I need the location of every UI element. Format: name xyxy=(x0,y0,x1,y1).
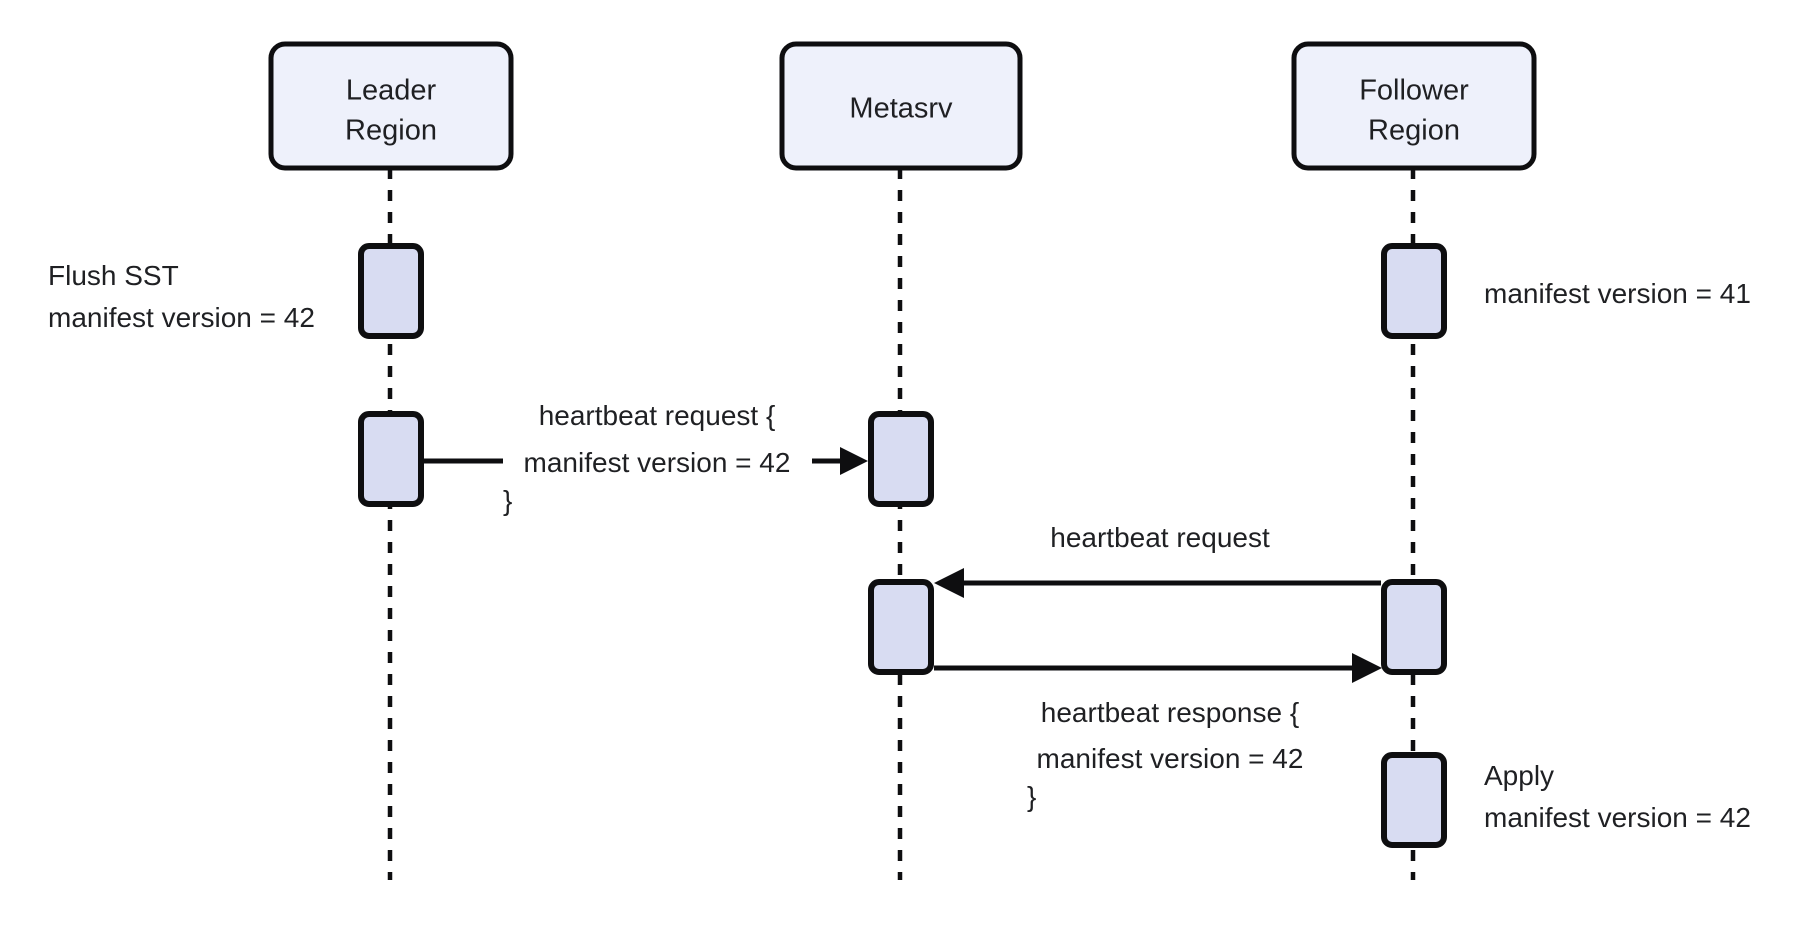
message-heartbeat-response-label-line1: heartbeat response { xyxy=(1041,697,1299,728)
message-heartbeat-request-leader-label-line3: } xyxy=(503,485,512,516)
activation-follower-version[interactable] xyxy=(1381,243,1447,339)
message-heartbeat-request-leader-label-line2: manifest version = 42 xyxy=(524,447,791,478)
participant-follower[interactable]: Follower Region xyxy=(1291,41,1537,171)
message-heartbeat-response[interactable]: heartbeat response { manifest version = … xyxy=(934,653,1382,812)
note-follower-version-line1: manifest version = 41 xyxy=(1484,278,1751,309)
message-heartbeat-request-leader[interactable]: heartbeat request { manifest version = 4… xyxy=(424,400,868,516)
message-heartbeat-request-leader-label-line1: heartbeat request { xyxy=(539,400,776,431)
note-apply-line2: manifest version = 42 xyxy=(1484,802,1751,833)
activation-follower-apply[interactable] xyxy=(1381,752,1447,848)
participant-metasrv-box[interactable] xyxy=(779,41,1023,171)
activation-metasrv-receive-leader-heartbeat[interactable] xyxy=(868,411,934,507)
note-flush-sst-line1: Flush SST xyxy=(48,260,179,291)
message-heartbeat-response-label-line3: } xyxy=(1027,781,1036,812)
note-apply: Apply manifest version = 42 xyxy=(1484,760,1751,833)
activation-leader-flush[interactable] xyxy=(358,243,424,339)
activation-metasrv-follower-exchange[interactable] xyxy=(868,579,934,675)
participant-leader-box[interactable] xyxy=(268,41,514,171)
participant-leader-label-line2: Region xyxy=(345,115,437,147)
participant-metasrv[interactable]: Metasrv xyxy=(779,41,1023,171)
message-heartbeat-response-label-line2: manifest version = 42 xyxy=(1037,743,1304,774)
participant-leader[interactable]: Leader Region xyxy=(268,41,514,171)
message-heartbeat-request-follower-label-line1: heartbeat request xyxy=(1050,522,1270,553)
participant-follower-label-line1: Follower xyxy=(1359,75,1469,107)
activation-follower-heartbeat[interactable] xyxy=(1381,579,1447,675)
message-heartbeat-response-arrowhead xyxy=(1352,653,1382,683)
note-follower-version: manifest version = 41 xyxy=(1484,278,1751,309)
note-flush-sst: Flush SST manifest version = 42 xyxy=(48,260,315,333)
message-heartbeat-request-follower[interactable]: heartbeat request xyxy=(934,522,1381,598)
participant-follower-label-line2: Region xyxy=(1368,115,1460,147)
message-heartbeat-request-leader-arrowhead xyxy=(840,447,868,475)
note-apply-line1: Apply xyxy=(1484,760,1554,791)
participant-leader-label-line1: Leader xyxy=(346,75,437,107)
message-heartbeat-request-follower-arrowhead xyxy=(934,568,964,598)
participant-follower-box[interactable] xyxy=(1291,41,1537,171)
participant-metasrv-label-line1: Metasrv xyxy=(849,93,953,125)
activation-leader-heartbeat[interactable] xyxy=(358,411,424,507)
note-flush-sst-line2: manifest version = 42 xyxy=(48,302,315,333)
